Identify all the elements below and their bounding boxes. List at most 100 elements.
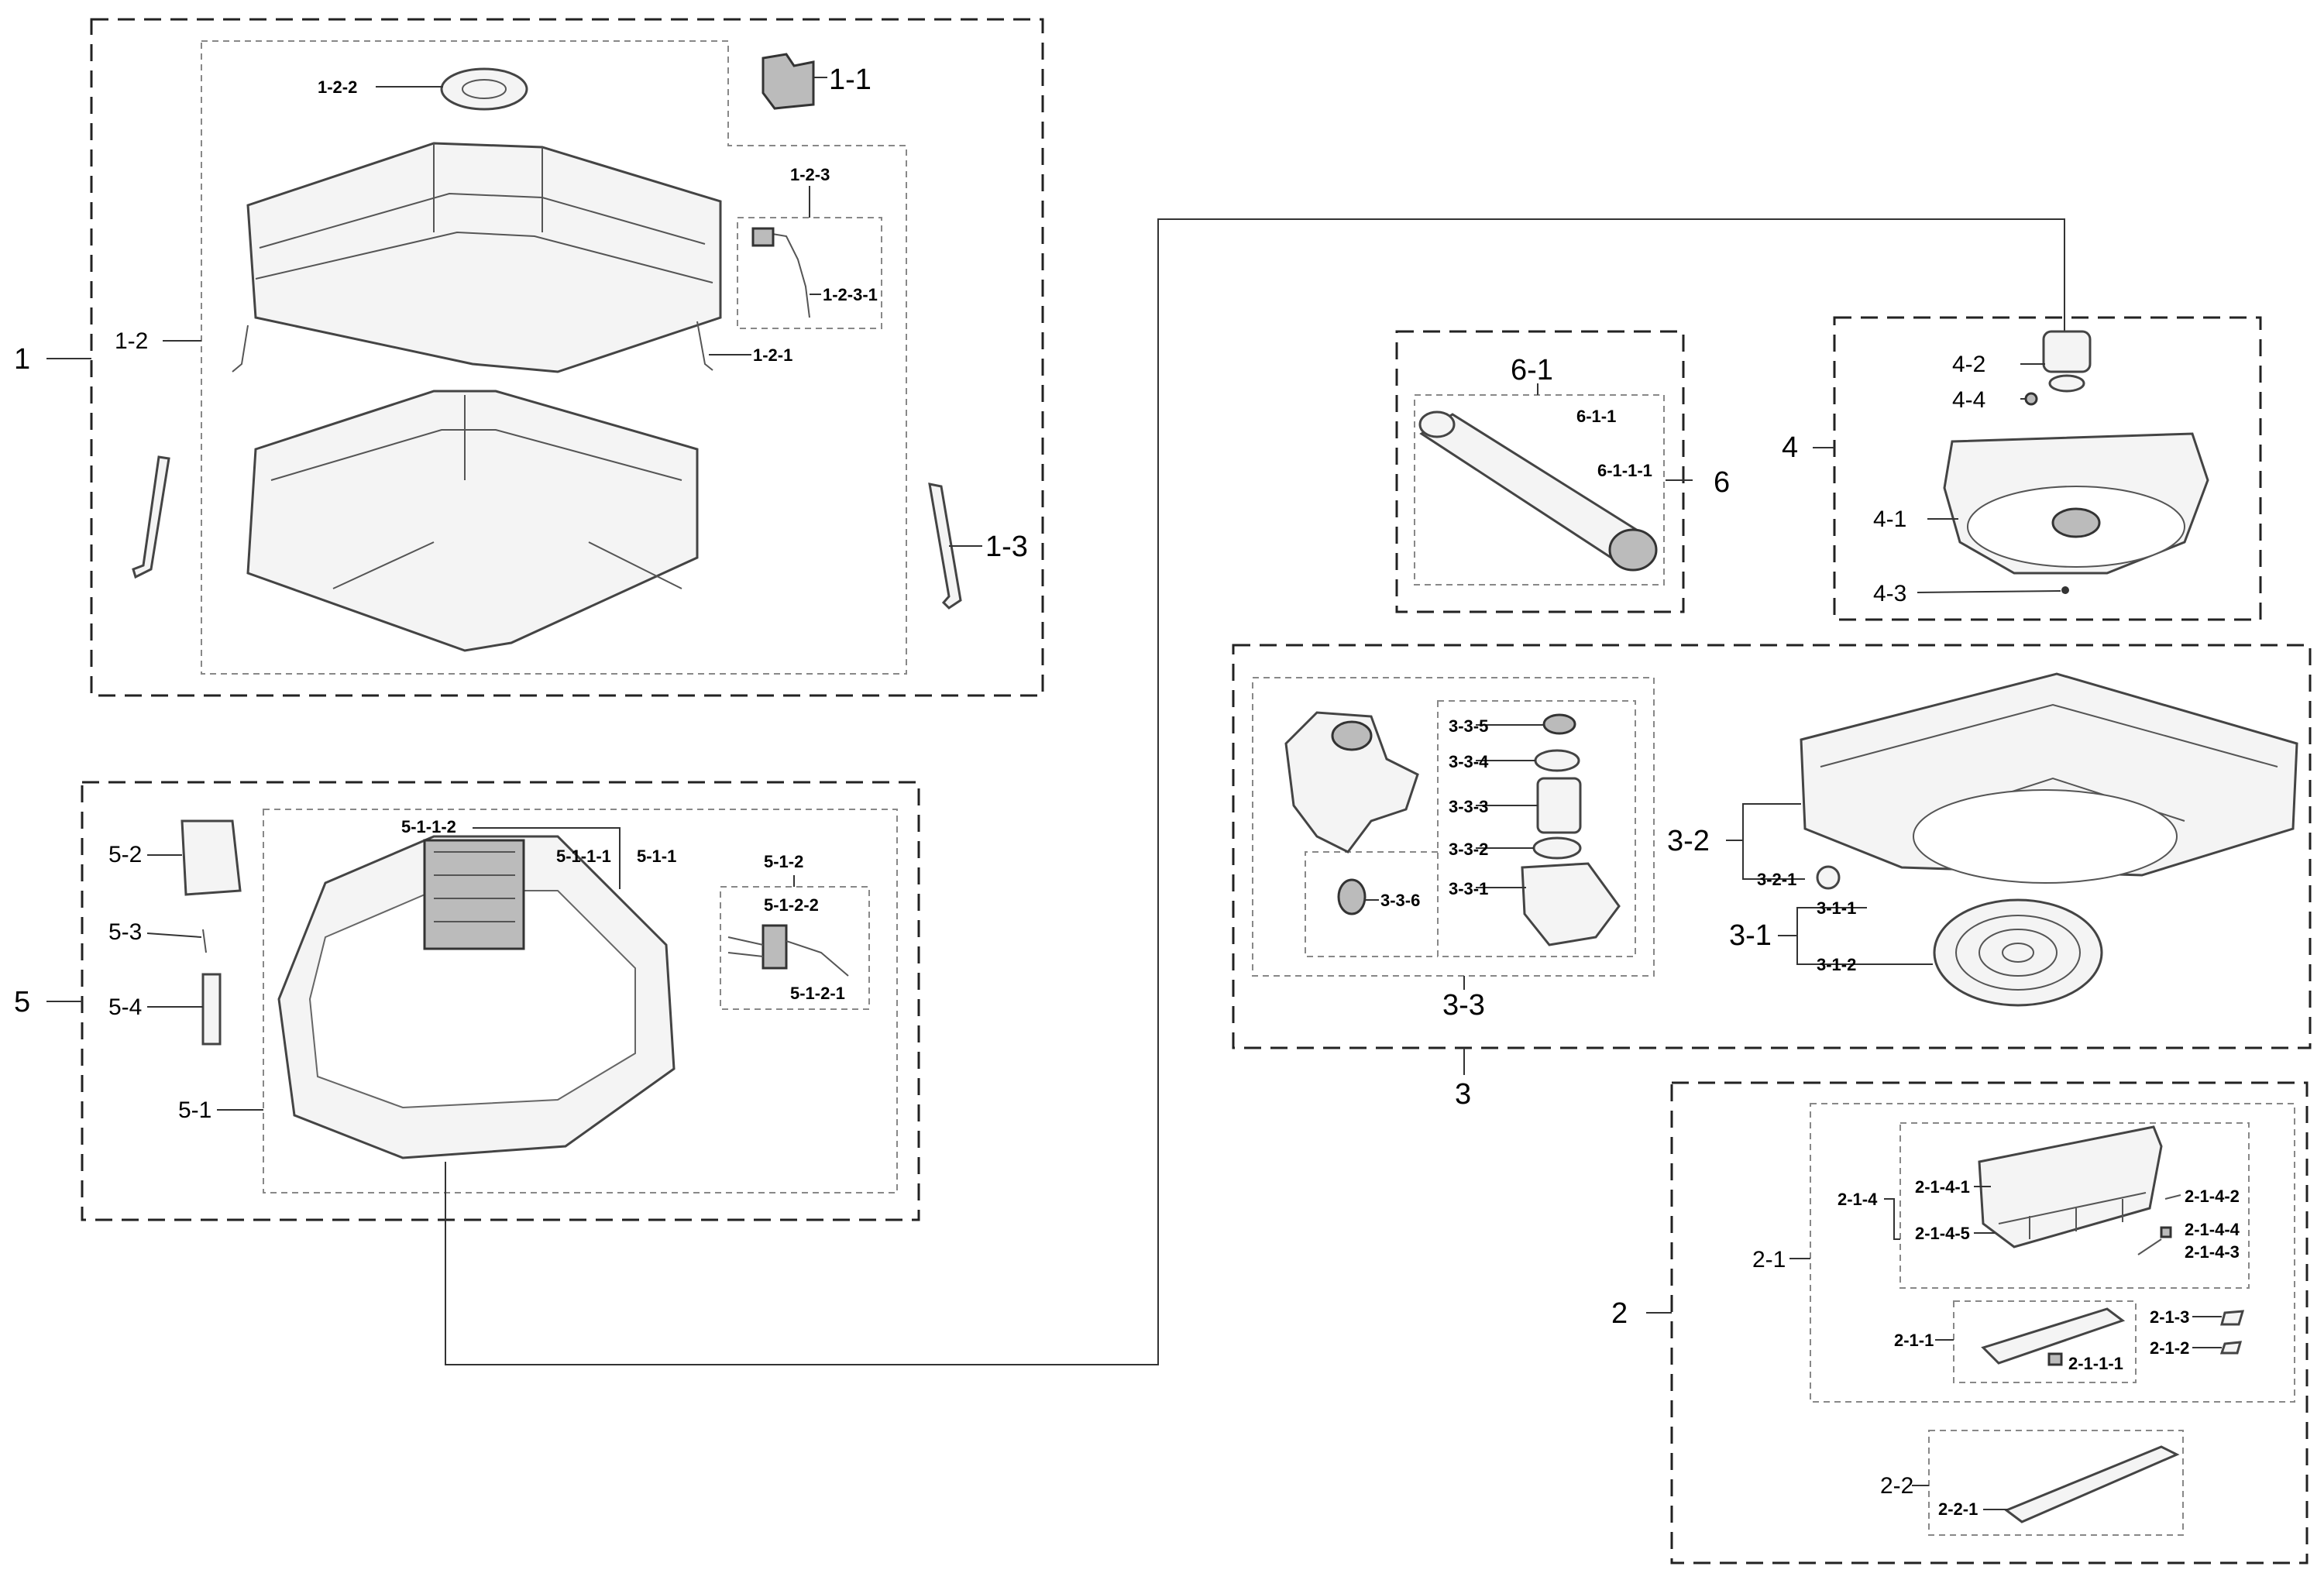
label-4-4: 4-4 [1952, 387, 1985, 413]
label-3-3-4: 3-3-4 [1449, 752, 1489, 771]
label-1-1: 1-1 [829, 64, 871, 96]
label-5-2: 5-2 [108, 842, 142, 867]
group-3: 3 3-1 3-1-1 3-1-2 3-2 3-2-1 3-3 3-3-1 3-… [1232, 644, 2312, 1111]
label-4-3: 4-3 [1873, 581, 1906, 606]
pump-part-3-3-2 [1532, 836, 1582, 860]
label-2-1-4-4: 2-1-4-4 [2185, 1220, 2240, 1239]
label-2-1-4-1: 2-1-4-1 [1915, 1177, 1970, 1197]
drain-pan [246, 390, 699, 652]
group-1: 1 1-1 1-2 1-2-1 1-2-2 1-2-3 1-2-3-1 1-3 [14, 18, 1044, 697]
label-6-1-1: 6-1-1 [1576, 407, 1616, 426]
label-5-1-2-1: 5-1-2-1 [790, 984, 845, 1003]
label-5-1-1-2: 5-1-1-2 [401, 817, 456, 836]
label-2-1-3: 2-1-3 [2150, 1307, 2189, 1327]
group-4-boundary [1833, 316, 2262, 621]
label-3-3-6: 3-3-6 [1380, 891, 1420, 910]
label-3-3-5: 3-3-5 [1449, 716, 1488, 736]
label-1: 1 [14, 343, 30, 376]
control-box-2-1-4 [1978, 1125, 2163, 1248]
fan-guard-3-1-2 [1933, 898, 2103, 1007]
group-6-boundary [1395, 330, 1685, 613]
label-1-2: 1-2 [115, 328, 148, 354]
label-3-1-2: 3-1-2 [1817, 955, 1856, 974]
label-3-1: 3-1 [1729, 919, 1772, 952]
motor-cover-disc [440, 67, 528, 111]
group-1-2-3-boundary [737, 217, 882, 329]
label-2-1-1-1: 2-1-1-1 [2068, 1354, 2123, 1373]
label-5: 5 [14, 986, 30, 1018]
part-2-1-3 [2220, 1310, 2245, 1326]
clip-5-3 [202, 929, 207, 953]
fan-motor-4-2 [2042, 330, 2092, 373]
pump-part-3-3-6 [1337, 878, 1367, 915]
bracket-1-1 [761, 53, 815, 110]
group-6-1-boundary [1414, 394, 1665, 586]
pump-part-3-3-3 [1536, 777, 1582, 834]
cap-3-2-1 [1816, 865, 1841, 890]
label-2-1-1: 2-1-1 [1894, 1331, 1934, 1350]
pcb-2-1-1 [1981, 1307, 2126, 1365]
label-2-1-2: 2-1-2 [2150, 1338, 2189, 1358]
group-1-boundary [90, 18, 1044, 697]
label-3-3: 3-3 [1442, 989, 1485, 1022]
label-2: 2 [1611, 1297, 1628, 1330]
label-2-1-4: 2-1-4 [1838, 1190, 1878, 1209]
group-3-boundary [1232, 644, 2312, 1049]
label-3-3-1: 3-3-1 [1449, 879, 1488, 898]
label-1-2-2: 1-2-2 [318, 77, 357, 97]
label-3-3-2: 3-3-2 [1449, 840, 1488, 859]
group-6: 6 6-1 6-1-1 6-1-1-1 [1395, 330, 1730, 613]
pump-body-3-3-1 [1521, 862, 1621, 946]
label-1-2-1: 1-2-1 [753, 345, 792, 365]
label-2-2-1: 2-2-1 [1938, 1499, 1978, 1519]
label-6: 6 [1714, 466, 1730, 499]
group-1-2-boundary [201, 40, 907, 675]
coil-assembly [423, 839, 525, 950]
part-5-4 [201, 973, 222, 1046]
label-3: 3 [1455, 1078, 1471, 1111]
label-3-1-1: 3-1-1 [1817, 898, 1856, 918]
label-5-1: 5-1 [178, 1097, 211, 1123]
label-3-2: 3-2 [1667, 825, 1710, 857]
label-6-1: 6-1 [1511, 354, 1553, 386]
label-5-1-1: 5-1-1 [637, 847, 676, 866]
group-2-1-boundary [1810, 1103, 2295, 1403]
group-5-1-2-boundary [720, 886, 870, 1010]
label-5-1-2-2: 5-1-2-2 [764, 895, 819, 915]
group-2-2-boundary [1928, 1430, 2184, 1536]
label-2-1: 2-1 [1752, 1247, 1786, 1272]
group-5-1-boundary [263, 809, 898, 1193]
drain-pump-assembly [1284, 711, 1419, 853]
group-2: 2 2-1 2-1-1 2-1-1-1 2-1-2 2-1-3 2-1-4 2-… [1611, 1081, 2309, 1564]
label-2-2: 2-2 [1880, 1473, 1913, 1499]
hanger-bar-left [132, 455, 170, 579]
drain-hose-1-2-3 [762, 232, 810, 318]
cover-2-2-1 [2003, 1445, 2180, 1523]
nut-4-4 [2024, 392, 2038, 406]
label-3-3-3: 3-3-3 [1449, 797, 1488, 816]
label-1-2-3: 1-2-3 [790, 165, 830, 184]
label-5-4: 5-4 [108, 994, 142, 1020]
label-4-2: 4-2 [1952, 352, 1985, 377]
label-4: 4 [1782, 431, 1798, 464]
cassette-housing-top [246, 142, 722, 373]
group-2-1-1-boundary [1953, 1300, 2137, 1383]
label-2-1-4-3: 2-1-4-3 [2185, 1242, 2240, 1262]
group-3-3-sub-boundary [1437, 700, 1636, 957]
label-5-1-1-1: 5-1-1-1 [556, 847, 611, 866]
label-2-1-4-2: 2-1-4-2 [2185, 1187, 2240, 1206]
assembly-connector-line [445, 218, 2065, 1365]
hanger-bar-right [928, 483, 962, 610]
group-4: 4 4-1 4-2 4-3 4-4 [1782, 316, 2262, 621]
label-2-1-4-5: 2-1-4-5 [1915, 1224, 1970, 1243]
label-1-2-3-1: 1-2-3-1 [823, 285, 878, 304]
label-5-1-2: 5-1-2 [764, 852, 803, 871]
label-5-3: 5-3 [108, 919, 142, 945]
pump-part-3-3-5 [1542, 713, 1576, 735]
label-1-3: 1-3 [985, 531, 1028, 563]
label-3-2-1: 3-2-1 [1757, 870, 1796, 889]
expansion-valve [761, 924, 788, 970]
group-3-3-boundary [1252, 677, 1655, 977]
group-5: 5 5-1 5-1-1 5-1-1-1 5-1-1-2 5-1-2 5-1-2-… [14, 781, 920, 1221]
